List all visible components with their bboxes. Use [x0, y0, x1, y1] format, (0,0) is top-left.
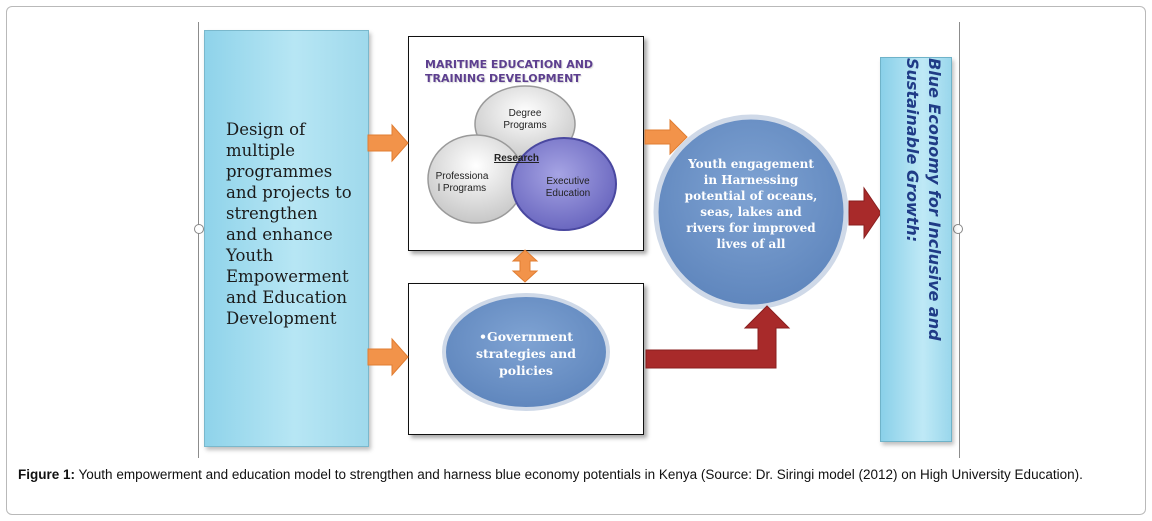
youth-engagement-circle	[653, 114, 849, 310]
design-line: strengthen	[226, 204, 318, 223]
government-line: policies	[499, 363, 553, 378]
caption-label: Figure 1:	[18, 467, 76, 482]
executive-line: Executive	[546, 176, 590, 187]
resize-handle-left[interactable]	[194, 224, 204, 234]
government-line: strategies and	[476, 346, 576, 361]
design-line: multiple	[226, 141, 296, 160]
government-strategies-text: •Government strategies and policies	[466, 328, 586, 379]
resize-handle-right[interactable]	[953, 224, 963, 234]
arrow-to-blue-economy	[848, 186, 882, 240]
degree-line: Programs	[503, 120, 547, 131]
figure-caption: Figure 1: Youth empowerment and educatio…	[18, 466, 1138, 483]
arrow-government-to-youth	[645, 305, 791, 369]
design-line: Development	[226, 309, 337, 328]
blue-economy-line: Blue Economy for Inclusive and	[925, 58, 944, 341]
double-arrow-vertical	[511, 249, 539, 283]
design-programmes-box	[204, 30, 369, 447]
maritime-title-line: MARITIME EDUCATION AND	[425, 58, 594, 71]
youth-engagement-text: Youth engagement in Harnessing potential…	[676, 156, 826, 252]
youth-line: rivers for improved	[686, 221, 816, 235]
design-programmes-text: Design of multiple programmes and projec…	[226, 119, 366, 329]
government-line: •Government	[479, 329, 573, 344]
caption-text: Youth empowerment and education model to…	[75, 467, 1083, 482]
youth-line: Youth engagement	[688, 157, 814, 171]
research-label: Research	[494, 153, 540, 164]
blue-economy-line: Sustainable Growth:	[903, 58, 922, 243]
government-circle	[442, 293, 610, 411]
figure-canvas	[198, 22, 960, 458]
design-line: and Education	[226, 288, 348, 307]
arrow-to-maritime	[367, 123, 409, 163]
executive-education-circle	[511, 137, 617, 231]
executive-education-label: Executive Education	[538, 176, 598, 200]
executive-line: Education	[545, 188, 591, 199]
design-line: and enhance	[226, 225, 333, 244]
youth-line: potential of oceans,	[684, 189, 818, 203]
design-line: and projects to	[226, 183, 352, 202]
professional-line: Professiona	[435, 171, 489, 182]
design-line: Design of	[226, 120, 306, 139]
youth-line: seas, lakes and	[700, 205, 802, 219]
maritime-title: MARITIME EDUCATION AND TRAINING DEVELOPM…	[425, 58, 625, 86]
design-line: Youth	[226, 246, 274, 265]
blue-economy-text: Blue Economy for Inclusive and Sustainab…	[885, 58, 945, 438]
blue-economy-box	[880, 57, 952, 442]
youth-line: lives of all	[716, 237, 786, 251]
arrow-to-youth	[644, 118, 688, 156]
maritime-title-line: TRAINING DEVELOPMENT	[425, 72, 581, 85]
professional-line: l Programs	[437, 183, 487, 194]
youth-line: in Harnessing	[703, 173, 799, 187]
design-line: Empowerment	[226, 267, 349, 286]
arrow-to-government	[367, 337, 409, 377]
professional-programs-label: Professiona l Programs	[430, 171, 494, 195]
design-line: programmes	[226, 162, 333, 181]
degree-line: Degree	[508, 108, 542, 119]
degree-programs-label: Degree Programs	[497, 108, 553, 132]
